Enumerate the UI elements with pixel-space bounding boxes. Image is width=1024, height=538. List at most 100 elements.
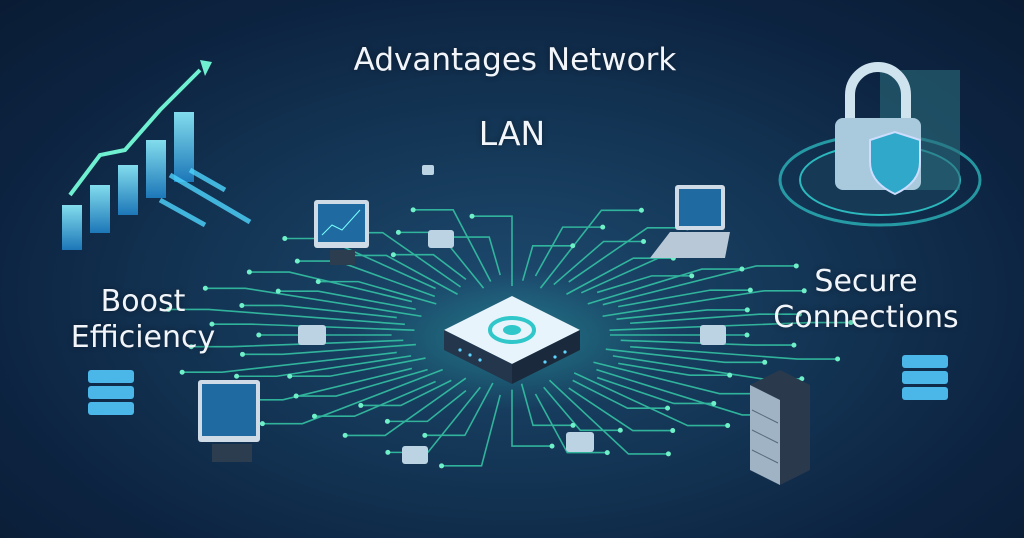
- circuit-node: [395, 229, 401, 235]
- secure-connections-label: Secure Connections: [746, 264, 986, 336]
- circuit-trace: [618, 362, 730, 376]
- circuit-trace: [346, 254, 458, 295]
- circuit-trace: [241, 304, 397, 319]
- circuit-lines: [168, 209, 851, 467]
- circuit-trace: [521, 244, 573, 281]
- circuit-node: [385, 449, 391, 455]
- database-stack-icon: [902, 355, 948, 400]
- circuit-trace: [548, 379, 669, 455]
- circuit-trace: [602, 265, 797, 306]
- circuit-node: [287, 373, 293, 379]
- circuit-trace: [568, 387, 673, 432]
- circuit-trace: [360, 379, 452, 407]
- circuit-node: [469, 213, 475, 219]
- circuit-node: [570, 243, 576, 249]
- padlock-shield-icon: [778, 62, 982, 227]
- circuit-trace: [278, 290, 416, 311]
- circuit-node: [791, 342, 797, 348]
- circuit-node: [234, 373, 240, 379]
- circuit-trace: [413, 209, 492, 282]
- circuit-node: [727, 372, 733, 378]
- circuit-node: [410, 207, 416, 213]
- circuit-trace: [249, 271, 413, 303]
- circuit-trace: [534, 226, 603, 277]
- circuit-node: [384, 418, 390, 424]
- circuit-trace: [168, 308, 405, 326]
- boost-label-line1: Boost: [100, 284, 186, 319]
- router-hub-icon: [444, 296, 580, 384]
- circuit-node: [293, 393, 299, 399]
- circuit-trace: [318, 280, 437, 305]
- circuit-trace: [520, 383, 574, 427]
- circuit-trace: [242, 343, 416, 356]
- circuit-node: [390, 252, 396, 258]
- circuit-node: [665, 451, 671, 457]
- circuit-node: [282, 235, 288, 241]
- circuit-node: [638, 207, 644, 213]
- circuit-trace: [553, 240, 644, 286]
- circuit-node: [358, 402, 364, 408]
- circuit-node: [422, 432, 428, 438]
- circuit-node: [725, 423, 731, 429]
- circuit-node: [600, 224, 606, 230]
- circuit-node: [744, 307, 750, 313]
- circuit-trace: [539, 209, 642, 289]
- circuit-trace: [593, 361, 760, 395]
- circuit-node: [202, 285, 208, 291]
- circuit-node: [570, 422, 576, 428]
- circuit-trace: [314, 380, 436, 418]
- circuit-trace: [387, 389, 467, 423]
- circuit-trace: [630, 313, 800, 325]
- circuit-trace: [182, 351, 397, 373]
- circuit-node: [439, 463, 445, 469]
- secure-label-line1: Secure: [814, 264, 918, 299]
- device-chip-icon: [298, 165, 726, 464]
- circuit-node: [711, 400, 717, 406]
- circuit-trace: [236, 355, 412, 378]
- circuit-node: [835, 356, 841, 362]
- circuit-node: [549, 443, 555, 449]
- circuit-node: [801, 288, 807, 294]
- circuit-node: [209, 321, 215, 327]
- circuit-trace: [573, 372, 728, 427]
- circuit-node: [166, 306, 172, 312]
- circuit-trace: [620, 339, 794, 346]
- circuit-node: [315, 279, 321, 285]
- circuit-trace: [609, 321, 851, 331]
- circuit-trace: [449, 236, 501, 276]
- circuit-trace: [424, 382, 494, 437]
- server-rack-icon: [750, 370, 810, 485]
- circuit-node: [747, 287, 753, 293]
- circuit-trace: [296, 368, 428, 397]
- circuit-node: [670, 428, 676, 434]
- circuit-node: [256, 332, 262, 338]
- database-stack-icon: [88, 370, 134, 415]
- circuit-trace: [630, 345, 838, 360]
- circuit-node: [275, 288, 281, 294]
- circuit-trace: [534, 393, 608, 454]
- page-title: Advantages Network: [353, 42, 677, 78]
- circuit-node: [617, 427, 623, 433]
- circuit-trace: [511, 389, 552, 447]
- circuit-node: [311, 413, 317, 419]
- circuit-node: [188, 344, 194, 350]
- circuit-node: [796, 311, 802, 317]
- circuit-trace: [289, 357, 426, 378]
- circuit-node: [179, 369, 185, 375]
- circuit-trace: [393, 253, 467, 281]
- circuit-trace: [572, 379, 668, 409]
- page-subtitle: LAN: [478, 114, 546, 153]
- circuit-trace: [596, 376, 714, 405]
- secure-label-line2: Connections: [773, 300, 959, 335]
- circuit-trace: [568, 227, 688, 283]
- circuit-node: [294, 258, 300, 264]
- circuit-node: [604, 450, 610, 456]
- circuit-node: [793, 263, 799, 269]
- circuit-trace: [602, 290, 805, 318]
- circuit-trace: [587, 268, 742, 305]
- circuit-node: [739, 266, 745, 272]
- laptop-icon: [650, 185, 730, 258]
- monitor-icon: [314, 200, 369, 265]
- growth-chart-icon: [62, 60, 252, 250]
